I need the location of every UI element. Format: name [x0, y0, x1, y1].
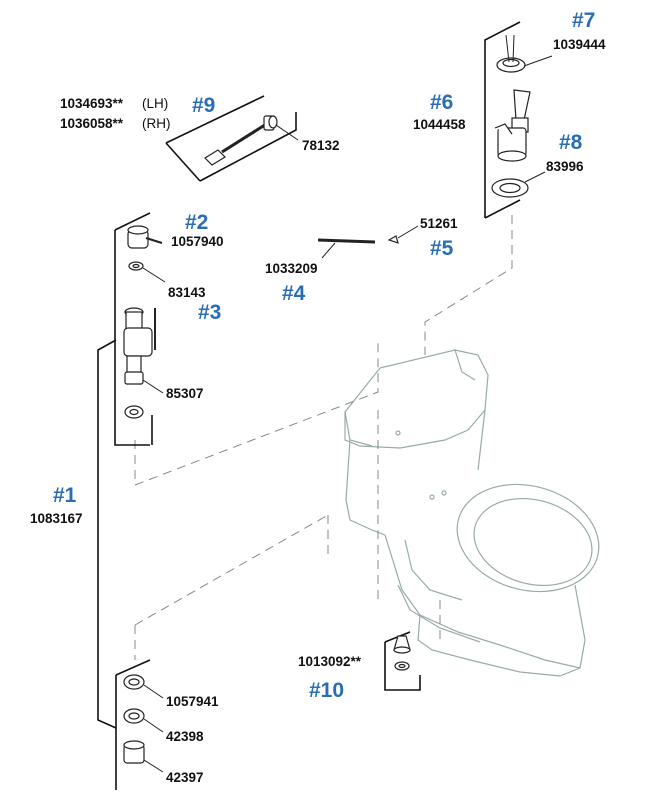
part-9-drawing: [204, 115, 299, 166]
part-number-42398: 42398: [166, 729, 204, 744]
ref-label-5: #5: [430, 237, 454, 260]
part-number-8: 83996: [546, 159, 584, 174]
bracket-9: [165, 95, 297, 182]
ref-label-2: #2: [185, 211, 208, 234]
part-2-drawing: [127, 225, 166, 283]
part-8-drawing: [491, 171, 546, 198]
assembly-dashed-lines: [134, 215, 513, 660]
part-number-78132: 78132: [302, 138, 340, 153]
ref-label-1: #1: [53, 484, 77, 507]
part-number-9-lh-suffix: (LH): [142, 96, 168, 111]
part-number-2: 1057940: [171, 234, 224, 249]
ref-label-7: #7: [572, 9, 595, 32]
part-number-4: 1033209: [265, 261, 318, 276]
part-number-10: 1013092**: [298, 654, 362, 669]
part-number-6: 1044458: [413, 117, 466, 132]
ref-label-9: #9: [192, 94, 215, 117]
part-7-drawing: [496, 34, 553, 73]
bracket-1: [97, 212, 153, 790]
part-number-85307: 85307: [166, 386, 204, 401]
ref-label-4: #4: [282, 282, 306, 305]
ref-label-3: #3: [198, 301, 221, 324]
part-number-42397: 42397: [166, 770, 204, 785]
part-number-5: 51261: [420, 216, 458, 231]
part-number-9-rh-suffix: (RH): [142, 116, 171, 131]
toilet-body-illustration: [344, 349, 600, 677]
ref-label-6: #6: [430, 91, 453, 114]
part-10-drawing: [393, 635, 411, 671]
bracket-6-8: [484, 21, 521, 219]
part-number-1: 1083167: [30, 511, 83, 526]
part-number-1057941: 1057941: [166, 694, 219, 709]
part-6-drawing: [494, 89, 531, 162]
part-4-drawing: [317, 238, 376, 259]
part-3-drawing: [123, 307, 164, 419]
part-number-7: 1039444: [553, 37, 606, 52]
part-number-9-rh: 1036058**: [60, 116, 124, 131]
part-number-3: 83143: [168, 285, 206, 300]
lower-nuts-drawing: [123, 674, 164, 773]
ref-label-10: #10: [309, 679, 344, 702]
part-5-drawing: [387, 225, 419, 244]
ref-label-8: #8: [559, 131, 583, 154]
part-number-9-lh: 1034693**: [60, 96, 124, 111]
